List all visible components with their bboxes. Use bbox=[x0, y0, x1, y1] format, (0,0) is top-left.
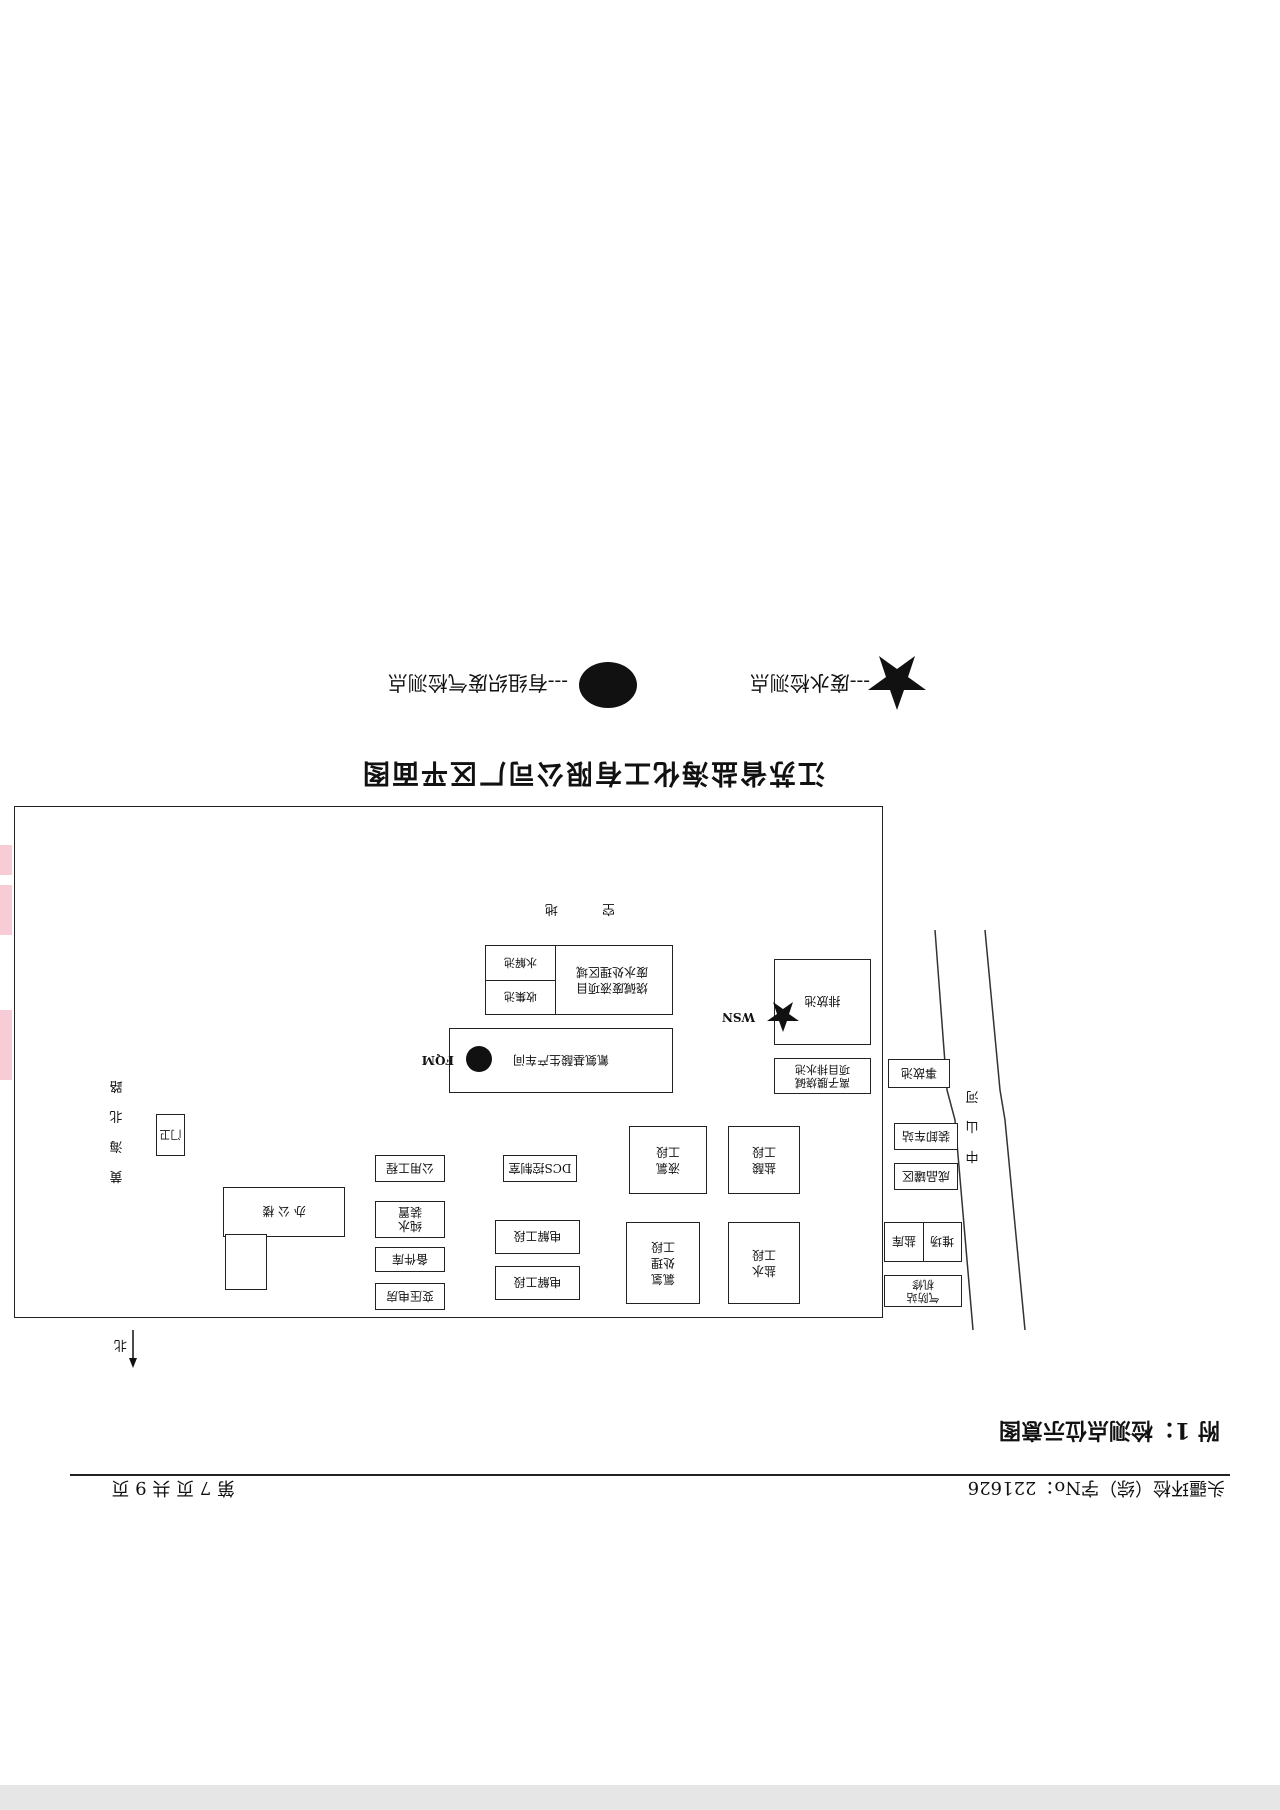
appendix-title: 附 1：检测点位示意图 bbox=[999, 1417, 1220, 1443]
filled-circle-icon bbox=[466, 1046, 492, 1072]
stamp-mark bbox=[0, 845, 12, 875]
caustic-waste-label: 烧碱废液项目 废水处理区域 bbox=[576, 965, 649, 995]
legend-circle-icon bbox=[579, 662, 637, 708]
loading-station-label: 装卸车站 bbox=[902, 1129, 951, 1143]
product-tank-area: 成品罐区 bbox=[894, 1163, 958, 1190]
accident-pool-label: 事故池 bbox=[901, 1066, 938, 1080]
open-land-label: 空 地 bbox=[524, 901, 615, 916]
chlorine-treatment-label: 氯氢 处理 工段 bbox=[651, 1240, 676, 1286]
scan-edge bbox=[0, 1785, 1280, 1810]
legend-star-icon bbox=[868, 656, 926, 710]
dcs-control-room: DCS控制室 bbox=[503, 1155, 577, 1182]
office-label: 办 公 楼 bbox=[262, 1204, 306, 1219]
wsn-label: WSN bbox=[721, 1010, 755, 1024]
ion-membrane-label: 离子膜烧碱 项目排水池 bbox=[795, 1063, 850, 1089]
ion-membrane-drain-pool: 离子膜烧碱 项目排水池 bbox=[774, 1058, 871, 1094]
header-rule bbox=[70, 1474, 1230, 1476]
river-lines bbox=[934, 929, 1026, 1331]
river-label: 中 山 河 bbox=[965, 1088, 979, 1163]
electrolysis-section-1: 电解工段 bbox=[495, 1266, 580, 1300]
star-icon bbox=[767, 1002, 799, 1032]
office-annex bbox=[225, 1234, 267, 1290]
loading-station: 装卸车站 bbox=[894, 1123, 958, 1150]
spare-parts-label: 备件库 bbox=[392, 1252, 429, 1266]
liquid-chlorine-section: 液氯 工段 bbox=[629, 1126, 707, 1194]
transformer-label: 变压电房 bbox=[386, 1289, 435, 1303]
left-road-label: 黄 海 北 路 bbox=[109, 1078, 123, 1183]
pile-field-label: 堆场 bbox=[930, 1234, 955, 1249]
product-tank-label: 成品罐区 bbox=[902, 1169, 951, 1183]
hydrochloric-acid-section: 盐酸 工段 bbox=[728, 1126, 800, 1194]
chlorine-hydrogen-treatment: 氯氢 处理 工段 bbox=[626, 1222, 700, 1304]
report-number: 头疆环检（综）字No：221626 bbox=[967, 1477, 1225, 1498]
public-works: 公用工程 bbox=[375, 1155, 445, 1182]
pure-water-label: 纯水 装置 bbox=[398, 1205, 423, 1234]
pile-field: 堆场 bbox=[922, 1222, 962, 1262]
north-arrow: 北 bbox=[107, 1310, 147, 1370]
gate: 门卫 bbox=[156, 1114, 185, 1156]
north-label: 北 bbox=[113, 1337, 127, 1352]
fqm-label: FQM bbox=[421, 1053, 454, 1067]
hydrolysis-pool-label: 水解池 bbox=[504, 956, 537, 969]
collection-pool: 收集池 bbox=[485, 979, 556, 1015]
gate-label: 门卫 bbox=[159, 1128, 182, 1141]
hydrolysis-pool: 水解池 bbox=[485, 945, 556, 981]
accident-pool: 事故池 bbox=[888, 1059, 950, 1088]
gas-defense-station: 气防站 机修 bbox=[884, 1275, 962, 1307]
arrow-up-icon bbox=[129, 1330, 137, 1368]
electrolysis-1-label: 电解工段 bbox=[513, 1275, 562, 1290]
brine-section: 盐水 工段 bbox=[728, 1222, 800, 1304]
collection-pool-label: 收集池 bbox=[504, 990, 537, 1003]
salt-store: 盐库 bbox=[884, 1222, 924, 1262]
brine-label: 盐水 工段 bbox=[752, 1248, 777, 1278]
salt-store-label: 盐库 bbox=[892, 1234, 917, 1249]
pure-water-unit: 纯水 装置 bbox=[375, 1201, 445, 1238]
electrolysis-section-2: 电解工段 bbox=[495, 1220, 580, 1254]
page-info: 第 7 页 共 9 页 bbox=[111, 1477, 235, 1498]
hcl-label: 盐酸 工段 bbox=[752, 1145, 777, 1175]
gas-station-label: 气防站 机修 bbox=[906, 1278, 940, 1304]
stamp-mark bbox=[0, 885, 12, 935]
legend-water-label: ---废水检测点 bbox=[749, 671, 870, 695]
transformer-room: 变压电房 bbox=[375, 1283, 445, 1310]
map-title: 江苏省盐海化工有限公司厂区平面图 bbox=[361, 757, 825, 788]
office-building: 办 公 楼 bbox=[223, 1187, 345, 1237]
spare-parts: 备件库 bbox=[375, 1247, 445, 1272]
public-works-label: 公用工程 bbox=[386, 1161, 435, 1175]
electrolysis-2-label: 电解工段 bbox=[513, 1229, 562, 1244]
dcs-label: DCS控制室 bbox=[508, 1161, 572, 1175]
legend-gas-label: ---有组织废气检测点 bbox=[387, 671, 568, 695]
stamp-mark bbox=[0, 1010, 12, 1080]
liquid-chlorine-label: 液氯 工段 bbox=[656, 1145, 681, 1175]
